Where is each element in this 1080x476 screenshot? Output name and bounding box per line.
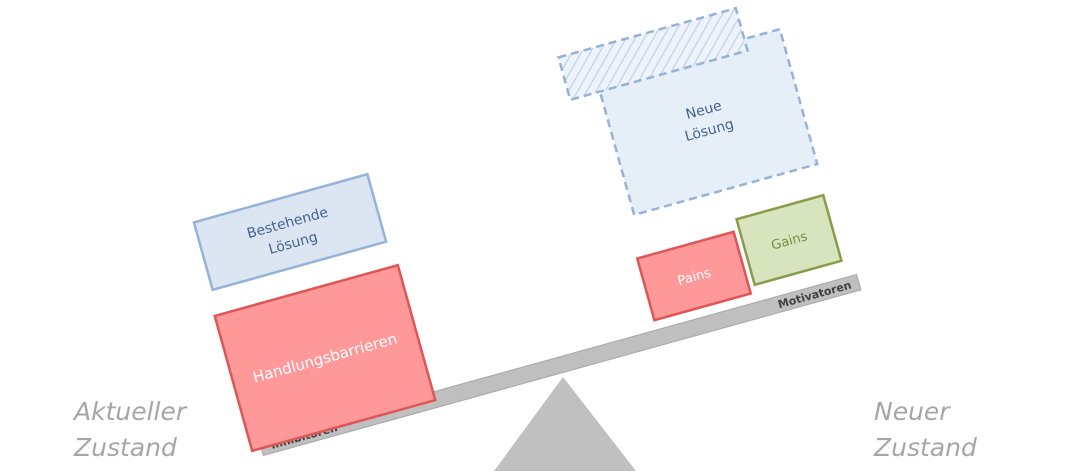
current-state-line1: Aktueller (74, 397, 187, 426)
barriers-box: Handlungsbarrieren (213, 263, 437, 453)
new-state-line2: Zustand (874, 433, 977, 462)
new-state-line1: Neuer (874, 397, 950, 426)
current-state-line2: Zustand (74, 433, 177, 462)
pains-box: Pains (635, 230, 753, 322)
current-state-label: Aktueller Zustand (74, 394, 186, 466)
fulcrum-triangle (494, 377, 636, 471)
new-state-label: Neuer Zustand (874, 394, 977, 466)
new-solution-hatched-extension (556, 6, 750, 102)
existing-solution-box: Bestehende Lösung (192, 172, 388, 292)
gains-box: Gains (735, 193, 843, 287)
